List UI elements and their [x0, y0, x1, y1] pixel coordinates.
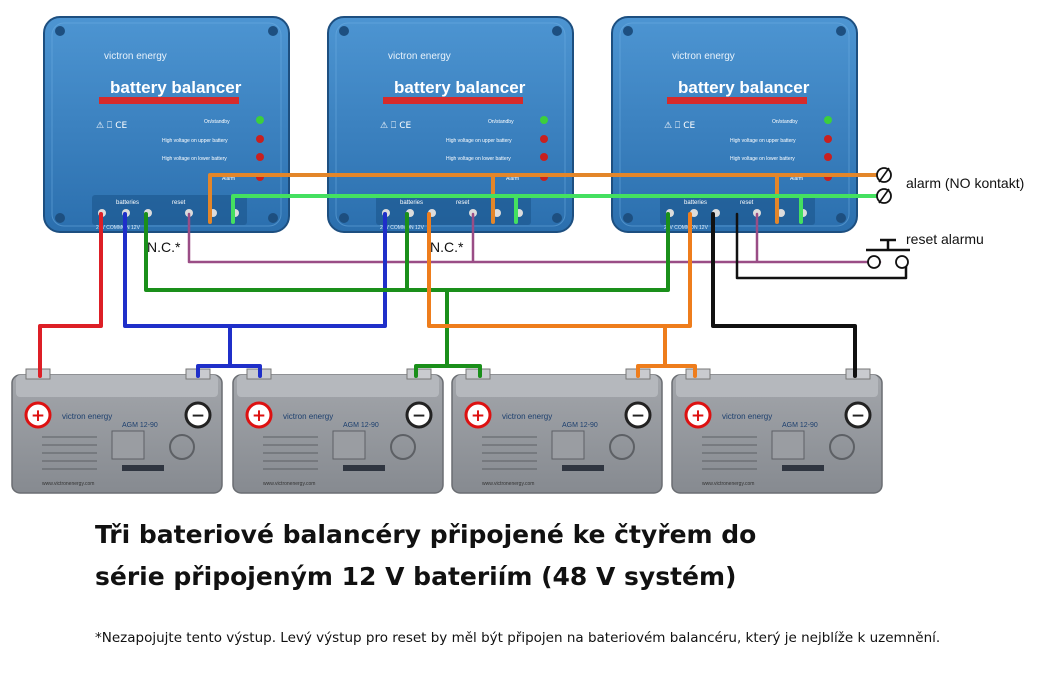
led-label-upper: High voltage on upper battery [162, 138, 228, 144]
battery-minus-label: − [191, 406, 205, 426]
wire-orange [427, 212, 697, 378]
wire-blue [123, 212, 387, 378]
reset-wire-purple [187, 212, 882, 264]
battery-plus-label: + [31, 406, 45, 426]
battery-balancer-1: victron energy battery balancer ⚠ ⎕ CE O… [43, 16, 290, 233]
led-label-lower: High voltage on lower battery [162, 156, 227, 162]
terminal-label-reset: reset [456, 200, 470, 206]
battery-minus-label: − [631, 406, 645, 426]
battery-balancer-3: victron energy battery balancer ⚠ ⎕ CE O… [611, 16, 858, 233]
battery-plus-label: + [252, 406, 266, 426]
battery-balancer-2: victron energy battery balancer ⚠ ⎕ CE O… [327, 16, 574, 233]
balancer-title: battery balancer [110, 78, 242, 97]
balancer-cert: ⚠ ⎕ CE [664, 121, 695, 131]
battery-model: AGM 12-90 [122, 422, 158, 429]
wire-red [38, 212, 103, 378]
balancer-cert: ⚠ ⎕ CE [96, 121, 127, 131]
terminal-label-reset: reset [740, 200, 754, 206]
terminal-label-batteries: batteries [116, 200, 139, 206]
alarm-wire-orange [208, 173, 882, 224]
battery-plus-label: + [471, 406, 485, 426]
alarm-label: alarm (NO kontakt) [906, 175, 1024, 191]
battery-brand: victron energy [502, 412, 552, 421]
balancer-brand: victron energy [388, 51, 451, 62]
battery-url: www.victronenergy.com [263, 481, 315, 487]
caption-line-2: série připojeným 12 V bateriím (48 V sys… [95, 562, 737, 591]
wire-green [144, 212, 670, 378]
battery-url: www.victronenergy.com [42, 481, 94, 487]
caption-line-1: Tři bateriové balancéry připojené ke čty… [95, 520, 757, 549]
led-label-lower: High voltage on lower battery [730, 156, 795, 162]
balancer-title: battery balancer [678, 78, 810, 97]
reset-label: reset alarmu [906, 231, 984, 247]
led-label-upper: High voltage on upper battery [730, 138, 796, 144]
terminal-label-batteries: batteries [684, 200, 707, 206]
battery-1: victron energy AGM 12-90 + − www.victron… [10, 367, 224, 495]
alarm-wire-green [231, 194, 882, 224]
wire-black [711, 212, 857, 378]
led-label-lower: High voltage on lower battery [446, 156, 511, 162]
diagram-caption: Tři bateriové balancéry připojené ke čty… [95, 514, 995, 598]
led-label-upper: High voltage on upper battery [446, 138, 512, 144]
led-label-alarm: Alarm [506, 176, 519, 182]
led-label-alarm: Alarm [222, 176, 235, 182]
led-label-on-standby: On/standby [488, 119, 514, 125]
battery-model: AGM 12-90 [562, 422, 598, 429]
battery-brand: victron energy [283, 412, 333, 421]
common-label: 24V COMMON 12V [380, 225, 425, 231]
battery-model: AGM 12-90 [782, 422, 818, 429]
reset-button-symbol [866, 238, 910, 269]
battery-url: www.victronenergy.com [482, 481, 534, 487]
battery-model: AGM 12-90 [343, 422, 379, 429]
nc-label-mid: N.C.* [430, 239, 464, 255]
terminal-label-reset: reset [172, 200, 186, 206]
balancer-title: battery balancer [394, 78, 526, 97]
balancer-brand: victron energy [672, 51, 735, 62]
led-label-on-standby: On/standby [772, 119, 798, 125]
balancer-brand: victron energy [104, 51, 167, 62]
battery-3: victron energy AGM 12-90 + − www.victron… [450, 367, 664, 495]
reset-wire-black [735, 212, 908, 280]
battery-minus-label: − [412, 406, 426, 426]
common-label: 24V COMMON 12V [96, 225, 141, 231]
battery-2: victron energy AGM 12-90 + − www.victron… [231, 367, 445, 495]
terminal-label-batteries: batteries [400, 200, 423, 206]
led-label-alarm: Alarm [790, 176, 803, 182]
alarm-terminals [876, 167, 892, 204]
common-label: 24V COMMON 12V [664, 225, 709, 231]
battery-brand: victron energy [62, 412, 112, 421]
battery-brand: victron energy [722, 412, 772, 421]
footnote: *Nezapojujte tento výstup. Levý výstup p… [95, 630, 941, 646]
balancer-cert: ⚠ ⎕ CE [380, 121, 411, 131]
nc-label-left: N.C.* [147, 239, 181, 255]
battery-plus-label: + [691, 406, 705, 426]
battery-url: www.victronenergy.com [702, 481, 754, 487]
battery-minus-label: − [851, 406, 865, 426]
led-label-on-standby: On/standby [204, 119, 230, 125]
battery-4: victron energy AGM 12-90 + − www.victron… [670, 367, 884, 495]
